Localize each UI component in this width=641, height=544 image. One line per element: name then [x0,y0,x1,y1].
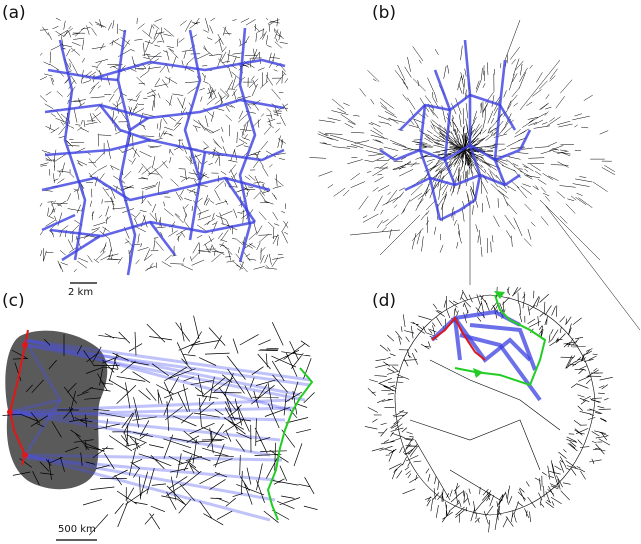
panel-c-label: (c) [2,291,25,311]
panel-d-green-path [454,294,547,387]
panel-b-highlight-network [379,39,532,222]
panel-c-blue-links [7,338,311,522]
panel-c-shaded-region [5,330,108,490]
panel-a: (a) 2 km [2,3,289,298]
panel-a-label: (a) [2,3,26,23]
panel-d-label: (d) [372,291,396,311]
panel-d: (d) [364,286,613,533]
panel-b-street-network [309,19,641,331]
panel-c-scale-label: 500 km [58,524,96,535]
panel-d-network [364,286,613,533]
panel-d-red-path [431,316,486,361]
panel-b-label: (b) [372,3,396,23]
panel-b: (b) [309,3,641,331]
panel-a-street-network [39,17,289,273]
panel-c-road-network [2,315,318,536]
panel-a-scale-label: 2 km [68,287,93,298]
panel-c-green-path [266,367,314,521]
panel-a-highlight-network [41,27,286,276]
panel-c: (c) 500 km [2,291,318,541]
